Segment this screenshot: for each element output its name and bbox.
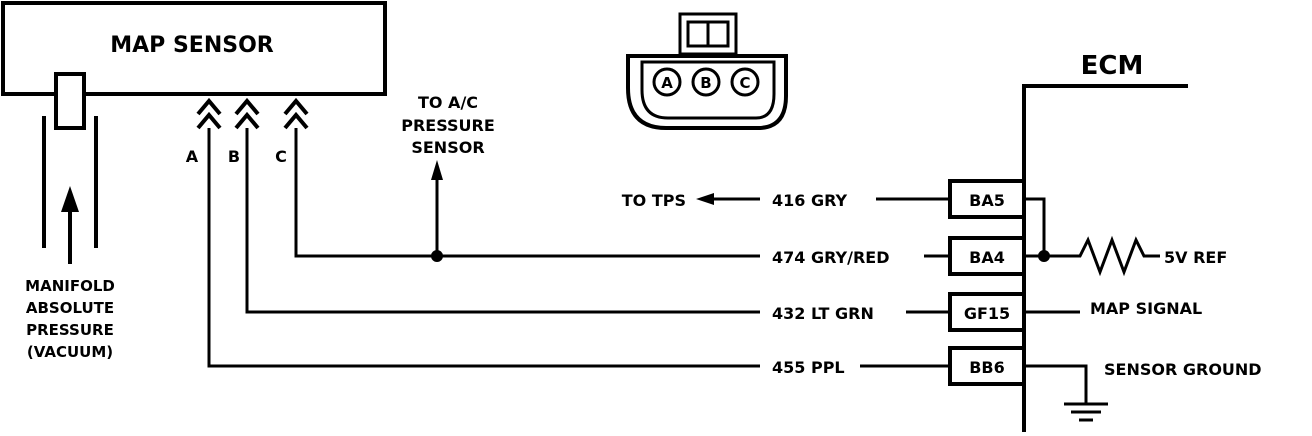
vacuum-port [54, 72, 86, 130]
ref-label: 5V REF [1164, 248, 1227, 267]
terminal-ba5-label: BA5 [969, 191, 1005, 210]
ac-label-line: PRESSURE [401, 116, 495, 135]
connector-pin-label: A [661, 74, 673, 92]
vacuum-label-line: PRESSURE [26, 321, 114, 339]
wire-labels: TO TPS 416 GRY 474 GRY/RED 432 LT GRN 45… [622, 191, 890, 377]
vacuum-label-line: ABSOLUTE [26, 299, 114, 317]
ac-label-line: SENSOR [411, 138, 484, 157]
terminal-bb6-label: BB6 [969, 358, 1005, 377]
map-sensor-title: MAP SENSOR [110, 33, 274, 58]
map-sensor: MAP SENSOR [1, 1, 387, 264]
connector-inner-wall [640, 60, 776, 120]
pin-label-b: B [228, 147, 240, 166]
sensor-ground-label: SENSOR GROUND [1104, 360, 1262, 379]
ac-arrow-head [431, 160, 443, 180]
ecm-input-wires [860, 197, 950, 368]
sensor-wires [207, 128, 760, 368]
ac-label-line: TO A/C [418, 93, 478, 112]
chevron-icon [196, 97, 222, 116]
ecm-internal: 5V REF MAP SIGNAL SENSOR GROUND [1024, 197, 1262, 422]
terminal-bb6 [948, 346, 1026, 386]
chevron-icon [196, 111, 222, 130]
connector-illustration: A B C [626, 12, 788, 130]
pin-label-c: C [275, 147, 287, 166]
terminal-gf15 [948, 292, 1026, 332]
wire-455-ppl [207, 128, 760, 368]
ref-splice-dot [1038, 250, 1050, 262]
chevron-icon [234, 111, 260, 130]
resistor-icon [1072, 235, 1160, 277]
connector-pin-b [691, 67, 721, 97]
connector-pin-label: C [739, 74, 750, 92]
ecm-title: ECM [1081, 51, 1144, 81]
wire-432-lt-grn [245, 128, 760, 314]
connector-pin-a [652, 67, 682, 97]
wire-432-label: 432 LT GRN [772, 304, 874, 323]
wire-474-label: 474 GRY/RED [772, 248, 890, 267]
tps-arrow-head [696, 193, 714, 205]
ac-label: TO A/C PRESSURE SENSOR [401, 93, 495, 157]
chevron-icon [283, 111, 309, 130]
terminal-gf15-label: GF15 [964, 304, 1010, 323]
ground-icon [1064, 402, 1108, 422]
wire-416-label: 416 GRY [772, 191, 848, 210]
wire-474-gry-red [294, 128, 760, 258]
pin-label-a: A [186, 147, 199, 166]
terminal-ba4-label: BA4 [969, 248, 1005, 267]
ref-bridge-wire [1024, 197, 1046, 256]
connector-pin-c [730, 67, 760, 97]
map-sensor-box [1, 1, 387, 96]
tps-label: TO TPS [622, 191, 686, 210]
map-signal-label: MAP SIGNAL [1090, 299, 1202, 318]
chevron-icon [234, 97, 260, 116]
wire-455-label: 455 PPL [772, 358, 845, 377]
vacuum-label: MANIFOLD ABSOLUTE PRESSURE (VACUUM) [25, 277, 115, 361]
terminal-chevrons [196, 97, 309, 130]
terminal-ba4 [948, 236, 1026, 276]
ground-wire [1024, 364, 1088, 404]
vacuum-label-line: (VACUUM) [27, 343, 113, 361]
chevron-icon [283, 97, 309, 116]
connector-pin-label: B [700, 74, 711, 92]
vacuum-arrow-head [61, 186, 79, 212]
vacuum-label-line: MANIFOLD [25, 277, 115, 295]
